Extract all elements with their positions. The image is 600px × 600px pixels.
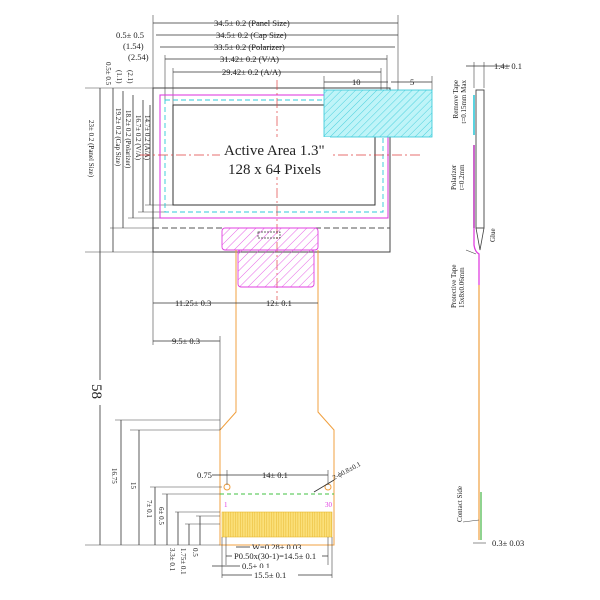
top-dimensions: 34.5± 0.2 (Panel Size) 34.5± 0.2 (Cap Si… (116, 15, 433, 105)
dim-panel-width: 34.5± 0.2 (Panel Size) (214, 18, 290, 28)
dim-cap-width: 34.5± 0.2 (Cap Size) (216, 30, 287, 40)
dim-offset-3: (2.54) (128, 52, 149, 62)
dim-aa-width: 29.42± 0.2 (A/A) (222, 67, 281, 77)
dim-tape-overhang: 5 (410, 77, 414, 87)
protective-tape-label: Protective Tape (450, 264, 458, 308)
contact-side-label: Contact Side (456, 486, 464, 522)
side-view: 1.4± 0.1 Remove Tape t=0.15mm Max Polari… (450, 61, 524, 548)
dim-hole-span: 14± 0.1 (262, 470, 288, 480)
dim-total-length: 58 (88, 384, 104, 399)
dim-v-offset-1: 0.5± 0.5 (104, 62, 112, 86)
dim-h-15: 15 (129, 482, 137, 490)
dim-h-16-75: 16.75 (110, 468, 118, 484)
polarizer-label: Polarizer (450, 164, 458, 190)
remove-tape-tab (323, 89, 433, 138)
dim-tape-width: 10 (352, 77, 361, 87)
glue-label: Glue (489, 228, 497, 242)
protective-tape-size: 15x8x0.06mm (458, 267, 466, 308)
dim-v-offset-3: (2.1) (126, 70, 134, 84)
dim-h-7: 7± 0.1 (145, 500, 153, 518)
pin-1-label: 1 (224, 501, 228, 509)
viewing-area-outline (164, 99, 384, 213)
dim-offset-1: 0.5± 0.5 (116, 30, 144, 40)
dim-panel-height: 23± 0.2 (Panel Size) (87, 120, 95, 178)
dim-pin-width: W=0.28± 0.03 (252, 542, 301, 552)
panel-front-view: Active Area 1.3" 128 x 64 Pixels (140, 80, 433, 300)
dim-polarizer-width: 33.5± 0.2 (Polarizer) (214, 42, 285, 52)
dim-va-width: 31.42± 0.2 (V/A) (220, 54, 279, 64)
dim-h-6: 6± 0.5 (157, 507, 165, 525)
polarizer-thickness: t=0.2mm (458, 164, 466, 190)
pin-30-label: 30 (325, 501, 333, 509)
dim-aa-height: 14.7± 0.2 (A/A) (143, 115, 151, 161)
left-dimensions: 0.5± 0.5 (1.1) (2.1) 14.7± 0.2 (A/A) 16.… (85, 62, 173, 545)
dim-cap-height: 19.2± 0.2 (Cap Size) (114, 108, 122, 167)
dim-fpc-width: 12± 0.1 (266, 298, 292, 308)
dim-edge: 0.5± 0.1 (242, 561, 270, 571)
remove-tape-thickness: t=0.15mm Max (460, 80, 468, 124)
dim-h-3-3: 3.3± 0.1 (168, 548, 176, 572)
fpc-dimensions: 11.25± 0.3 12± 0.1 9.5± 0.3 16.75 15 7± … (85, 252, 363, 580)
dim-pitch: P0.50x(30-1)=14.5± 0.1 (234, 551, 316, 561)
dim-h-1-75: 1.75± 0.1 (179, 548, 187, 575)
remove-tape-label: Remove Tape (452, 80, 460, 118)
dim-h-0-5: 0.5 (191, 548, 199, 557)
dim-hole-offset: 0.75 (197, 470, 212, 480)
fpc: 1 30 (219, 227, 335, 546)
active-area-label: Active Area 1.3" (224, 143, 325, 159)
dim-fpc-thickness: 0.3± 0.03 (492, 538, 524, 548)
polarizer-outline (159, 94, 389, 219)
dim-va-height: 16.7± 0.2 (V/A) (134, 115, 142, 161)
dim-fpc-total-width: 15.5± 0.1 (254, 570, 286, 580)
dim-fpc-left-offset-2: 9.5± 0.3 (172, 336, 200, 346)
dim-hole-diameter: 2-ϕ0.8±0.1 (331, 460, 362, 482)
dim-thickness: 1.4± 0.1 (494, 61, 522, 71)
pixel-resolution-label: 128 x 64 Pixels (228, 162, 321, 178)
dim-offset-2: (1.54) (123, 41, 144, 51)
contact-pins (221, 511, 333, 538)
dim-polarizer-height: 18.2± 0.2 (Polarizer) (124, 110, 132, 169)
dim-fpc-left-offset: 11.25± 0.3 (175, 298, 211, 308)
dim-v-offset-2: (1.1) (115, 70, 123, 84)
